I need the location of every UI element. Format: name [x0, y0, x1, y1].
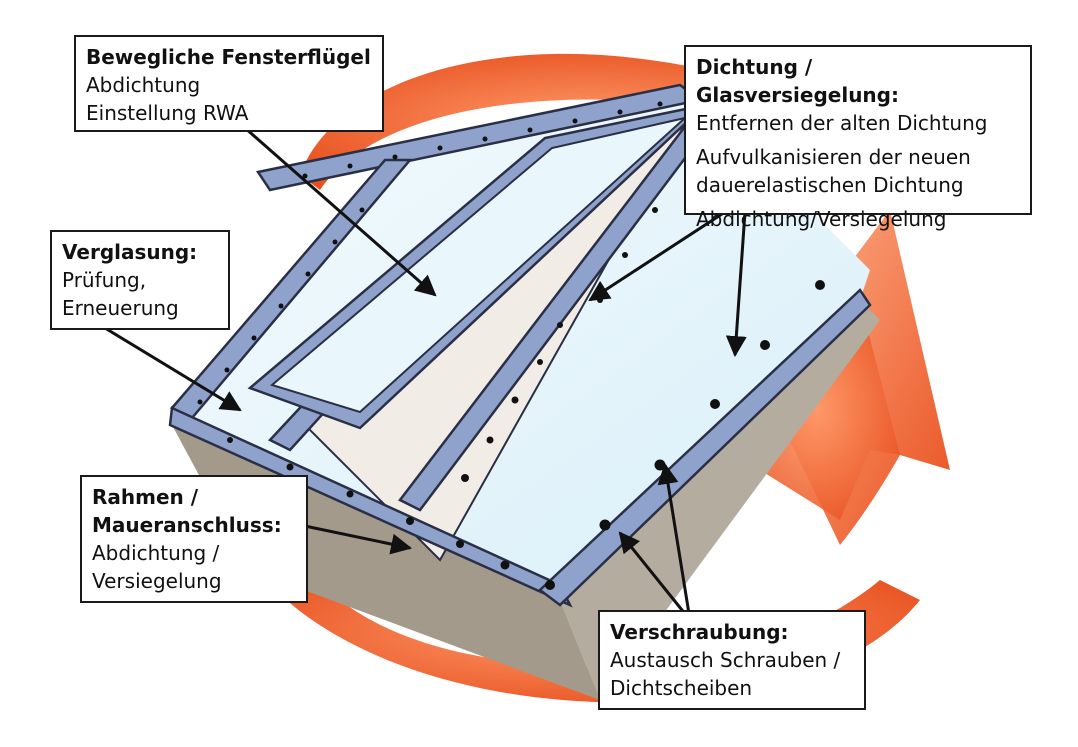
callout-verschraubung-title: Verschraubung: — [610, 620, 789, 644]
callout-fensterfluegel-title: Bewegliche Fensterflügel — [86, 45, 371, 69]
callout-verglasung-title: Verglasung: — [62, 240, 198, 264]
callout-dichtung-title: Dichtung / Glasversiegelung: — [696, 55, 899, 107]
callout-verschraubung-line: Dichtscheiben — [610, 676, 753, 700]
callout-dichtung-line: Aufvulkanisieren der neuen — [696, 145, 971, 169]
wall-face-lower — [560, 300, 880, 700]
pointer-arrows — [99, 126, 747, 621]
callout-verschraubung: Verschraubung: Austausch Schrauben / Dic… — [598, 610, 866, 710]
callout-dichtung-line: Abdichtung/Versiegelung — [696, 207, 947, 231]
callout-rahmen-line: Abdichtung / — [92, 541, 220, 565]
callout-verglasung: Verglasung: Prüfung, Erneuerung — [50, 230, 230, 330]
callout-dichtung: Dichtung / Glasversiegelung: Entfernen d… — [684, 45, 1032, 231]
callout-dichtung-line: Entfernen der alten Dichtung — [696, 111, 988, 135]
callout-verglasung-line: Prüfung, — [62, 268, 147, 292]
callout-fensterfluegel-line: Einstellung RWA — [86, 101, 249, 125]
callout-verglasung-line: Erneuerung — [62, 296, 179, 320]
callout-rahmen-title: Rahmen / — [92, 485, 199, 509]
callout-verschraubung-line: Austausch Schrauben / — [610, 648, 841, 672]
callout-rahmen-title: Maueranschluss: — [92, 513, 282, 537]
callout-fensterfluegel: Bewegliche Fensterflügel Abdichtung Eins… — [74, 35, 384, 132]
callout-dichtung-line: dauerelastischen Dichtung — [696, 173, 964, 197]
callout-rahmen-line: Versiegelung — [92, 569, 222, 593]
callout-fensterfluegel-line: Abdichtung — [86, 73, 201, 97]
callout-rahmen: Rahmen / Maueranschluss: Abdichtung / Ve… — [80, 475, 308, 603]
frame — [168, 83, 872, 608]
